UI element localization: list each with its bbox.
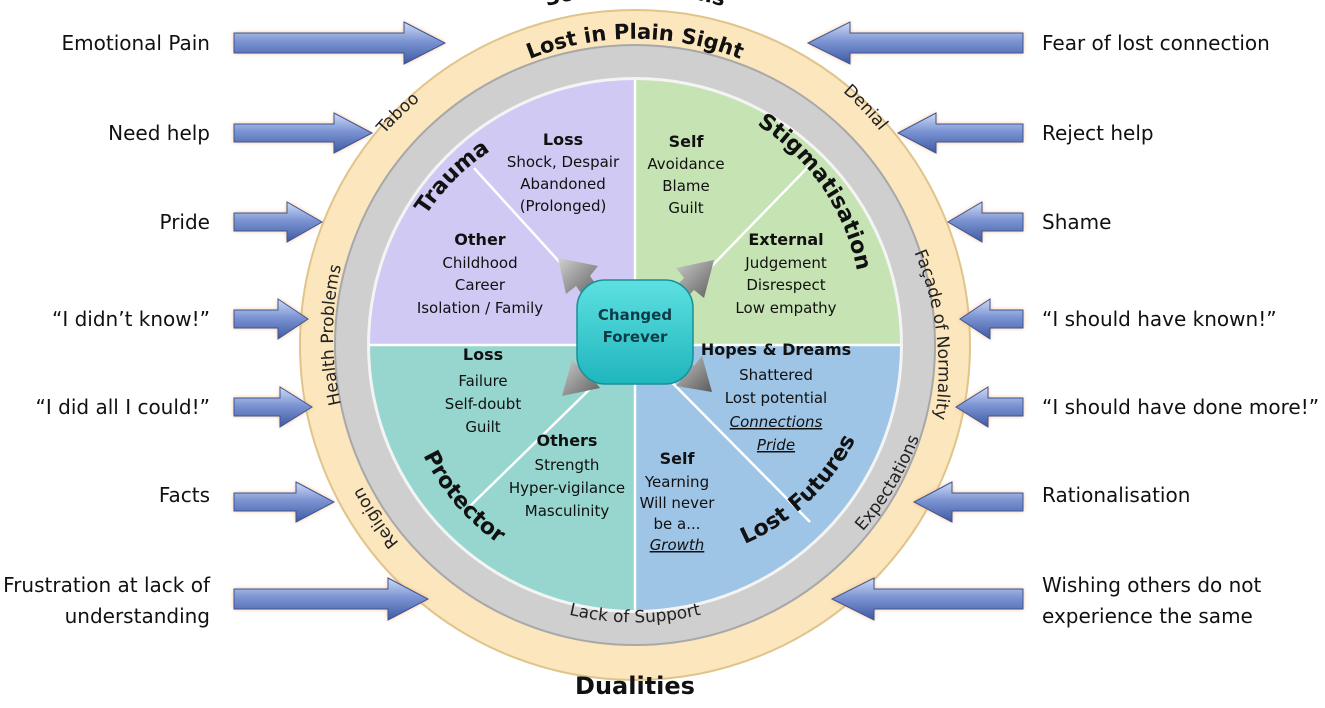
left-labels: Emotional Pain Need help Pride “I didn’t… <box>3 31 211 628</box>
right-arrow-icon <box>947 201 1024 243</box>
segment-heading: Self <box>660 449 696 468</box>
right-arrow-icon <box>806 21 1024 65</box>
segment-heading: External <box>748 230 823 249</box>
left-label: Frustration at lack of <box>3 573 211 597</box>
segment-futures-self: Self Yearning Will never be a... Growth <box>640 449 716 554</box>
segment-line-emphasis: Growth <box>650 536 705 554</box>
segment-heading: Hopes & Dreams <box>701 340 851 359</box>
right-arrow-icon <box>912 481 1024 523</box>
segment-line: Disrespect <box>746 276 825 294</box>
segment-trauma-other: Other Childhood Career Isolation / Famil… <box>417 230 543 317</box>
left-label: Facts <box>159 483 210 507</box>
segment-line: Blame <box>662 177 710 195</box>
right-labels: Fear of lost connection Reject help Sham… <box>1042 31 1319 628</box>
segment-line: Failure <box>458 372 507 390</box>
segment-line: Masculinity <box>525 502 610 520</box>
right-label: Shame <box>1042 210 1111 234</box>
segment-line: Self-doubt <box>445 395 522 413</box>
left-arrow-icon <box>233 201 324 243</box>
segment-heading: Self <box>669 132 705 151</box>
left-label: understanding <box>65 604 210 628</box>
segment-stigma-self: Self Avoidance Blame Guilt <box>647 132 724 217</box>
outer-band-bottom: Dualities <box>575 672 695 700</box>
right-label: “I should have done more!” <box>1042 395 1319 419</box>
segment-line: Yearning <box>644 473 709 491</box>
left-arrow-icon <box>233 21 447 65</box>
right-arrow-icon <box>830 577 1024 621</box>
right-label: “I should have known!” <box>1042 307 1277 331</box>
right-label: Fear of lost connection <box>1042 31 1270 55</box>
left-label: “I didn’t know!” <box>52 307 210 331</box>
segment-stigma-external: External Judgement Disrespect Low empath… <box>735 230 836 317</box>
segment-line: Strength <box>535 456 600 474</box>
segment-heading: Loss <box>463 345 503 364</box>
left-arrows <box>233 21 447 621</box>
segment-line: Abandoned <box>520 175 605 193</box>
segment-futures-hopes: Hopes & Dreams Shattered Lost potential … <box>701 340 851 454</box>
segment-heading: Others <box>537 431 598 450</box>
right-arrows <box>806 21 1024 621</box>
segment-line: Will never <box>640 494 716 512</box>
segment-heading: Loss <box>543 130 583 149</box>
segment-line: Childhood <box>442 254 517 272</box>
right-label: Wishing others do not <box>1042 573 1262 597</box>
right-label: Rationalisation <box>1042 483 1190 507</box>
segment-heading: Other <box>454 230 505 249</box>
segment-line: Shock, Despair <box>507 153 620 171</box>
segment-trauma-loss: Loss Shock, Despair Abandoned (Prolonged… <box>507 130 620 215</box>
segment-line: Hyper-vigilance <box>509 479 625 497</box>
segment-line-emphasis: Connections <box>730 413 823 431</box>
segment-line: Judgement <box>744 254 827 272</box>
segment-protector-loss: Loss Failure Self-doubt Guilt <box>445 345 522 436</box>
segment-line: Avoidance <box>647 155 724 173</box>
left-arrow-icon <box>233 481 336 523</box>
right-arrow-icon <box>959 298 1024 340</box>
segment-line-emphasis: Pride <box>757 436 795 454</box>
segment-line: (Prolonged) <box>520 197 607 215</box>
left-label: Emotional Pain <box>62 31 211 55</box>
segment-line: Low empathy <box>735 299 836 317</box>
segment-line: Guilt <box>668 199 703 217</box>
segment-line: be a... <box>653 515 700 533</box>
left-label: Need help <box>108 121 210 145</box>
segment-line: Guilt <box>465 418 500 436</box>
left-label: “I did all I could!” <box>36 395 210 419</box>
right-label: Reject help <box>1042 121 1154 145</box>
segment-line: Career <box>455 276 506 294</box>
segment-protector-others: Others Strength Hyper-vigilance Masculin… <box>509 431 625 520</box>
right-label: experience the same <box>1042 604 1253 628</box>
center-line-1: Changed <box>598 306 672 324</box>
segment-line: Isolation / Family <box>417 299 543 317</box>
segment-line: Lost potential <box>725 389 827 407</box>
left-label: Pride <box>160 210 211 234</box>
left-arrow-icon <box>233 386 313 428</box>
left-arrow-icon <box>233 112 374 154</box>
left-arrow-icon <box>233 298 309 340</box>
segment-line: Shattered <box>739 366 813 384</box>
center-line-2: Forever <box>603 328 668 346</box>
right-arrow-icon <box>955 386 1024 428</box>
center-core <box>576 279 694 385</box>
right-arrow-icon <box>896 112 1024 154</box>
left-arrow-icon <box>233 577 430 621</box>
